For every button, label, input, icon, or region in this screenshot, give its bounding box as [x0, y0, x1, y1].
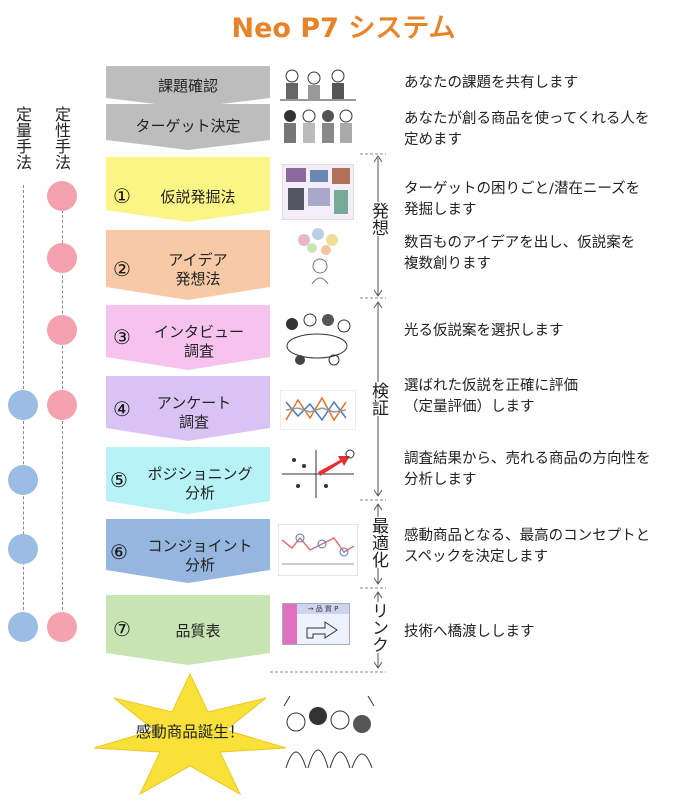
phase-label-saitekika: 最適化: [367, 517, 388, 568]
step-desc-enquete-line1: 選ばれた仮説を正確に評価: [404, 378, 578, 394]
qualitative-dot-enquete: [47, 390, 77, 420]
step-desc-idea-line2: 複数創ります: [404, 256, 491, 272]
step-number-conjoint: ⑥: [110, 540, 128, 564]
step-label-enquete: アンケート 調査: [132, 393, 256, 433]
chevron-kasetsu: [106, 157, 270, 222]
brainstorm-illustration: [298, 228, 338, 285]
chevron-enquete: [106, 376, 270, 441]
interview-illustration: [286, 313, 351, 366]
step-desc-conjoint-line2: スペックを決定します: [404, 549, 548, 565]
step-label-positioning: ポジショニング 分析: [132, 464, 268, 504]
quality-table-illustration: → 品 質 P: [282, 603, 350, 645]
step-number-enquete: ④: [113, 397, 131, 421]
quantitative-dot-positioning: [8, 465, 38, 495]
step-desc-hinshitsu: 技術へ橋渡しします: [404, 622, 535, 643]
qualitative-dot-interview: [47, 315, 77, 345]
page-title: Neo P7 システム: [231, 13, 456, 44]
quantitative-method-label: 定量手法: [13, 106, 32, 170]
step-label-enquete-text: アンケート 調査: [156, 394, 232, 431]
qualitative-dot-kasetsu: [47, 181, 77, 211]
step-desc-positioning-line1: 調査結果から、売れる商品の方向性を: [404, 451, 651, 467]
step-desc-interview-line1: 光る仮説案を選択します: [404, 323, 564, 339]
phase-label-link: リンク: [367, 602, 388, 653]
step-number-interview: ③: [113, 325, 131, 349]
step-desc-positioning: 調査結果から、売れる商品の方向性を 分析します: [404, 449, 651, 491]
people-group-illustration: [284, 109, 353, 143]
step-desc-kadai: あなたの課題を共有します: [404, 73, 578, 94]
step-desc-kasetsu: ターゲットの困りごと/潜在ニーズを 発掘します: [404, 179, 640, 221]
step-label-kasetsu: 仮説発掘法: [160, 187, 236, 206]
step-label-interview: インタビュー 調査: [132, 322, 266, 362]
step-label-idea: アイデア 発想法: [136, 250, 260, 290]
quantitative-dot-conjoint: [8, 534, 38, 564]
step-desc-kasetsu-line1: ターゲットの困りごと/潜在ニーズを: [404, 181, 641, 197]
step-label-target: ターゲット決定: [135, 116, 241, 135]
step-desc-enquete: 選ばれた仮説を正確に評価 （定量評価）します: [404, 376, 578, 418]
step-label-hinshitsu: 品質表: [175, 621, 221, 640]
chevron-kadai: [106, 66, 270, 108]
quality-table-arrow: [306, 621, 338, 639]
phase-label-kensho: 検証: [367, 382, 388, 416]
step-desc-target-line2: 定めます: [404, 132, 462, 148]
qualitative-method-label: 定性手法: [52, 106, 71, 170]
step-desc-kadai-line1: あなたの課題を共有します: [404, 75, 578, 91]
quantitative-dot-hinshitsu: [8, 612, 38, 642]
chevron-idea: [106, 230, 270, 300]
step-label-interview-text: インタビュー 調査: [153, 323, 244, 360]
step-label-idea-text: アイデア 発想法: [168, 251, 228, 288]
happy-crowd-illustration: [283, 695, 375, 769]
conjoint-chart-illustration: [278, 524, 358, 576]
step-desc-enquete-line2: （定量評価）します: [404, 399, 535, 415]
quantitative-dot-enquete: [8, 390, 38, 420]
chevron-interview: [106, 305, 270, 370]
step-desc-target: あなたが創る商品を使ってくれる人を 定めます: [404, 109, 649, 151]
meeting-illustration: [280, 69, 356, 101]
quality-table-side: [283, 604, 297, 644]
line-chart-illustration: [280, 390, 356, 430]
photo-collage-illustration: [282, 164, 354, 220]
qualitative-dot-hinshitsu: [47, 612, 77, 642]
chevron-hinshitsu: [106, 595, 270, 665]
step-desc-target-line1: あなたが創る商品を使ってくれる人を: [404, 111, 650, 127]
step-label-kadai: 課題確認: [157, 76, 218, 95]
step-label-conjoint-text: コンジョイント 分析: [147, 537, 253, 574]
chevron-target: [106, 104, 270, 150]
step-desc-idea-line1: 数百ものアイデアを出し、仮説案を: [404, 235, 636, 251]
chevron-conjoint: [106, 519, 270, 583]
step-desc-idea: 数百ものアイデアを出し、仮説案を 複数創ります: [404, 233, 635, 275]
step-desc-hinshitsu-line1: 技術へ橋渡しします: [404, 624, 535, 640]
step-desc-conjoint: 感動商品となる、最高のコンセプトと スペックを決定します: [404, 526, 650, 568]
step-desc-interview: 光る仮説案を選択します: [404, 321, 564, 342]
step-number-idea: ②: [113, 257, 131, 281]
step-desc-kasetsu-line2: 発掘します: [404, 202, 477, 218]
positioning-map-illustration: [282, 449, 355, 498]
step-number-kasetsu: ①: [113, 184, 131, 208]
step-number-positioning: ⑤: [110, 468, 128, 492]
star-burst: [93, 672, 287, 796]
step-label-conjoint: コンジョイント 分析: [132, 536, 268, 576]
chevron-positioning: [106, 447, 270, 514]
qualitative-dot-idea: [47, 243, 77, 273]
step-desc-positioning-line2: 分析します: [404, 472, 477, 488]
step-number-hinshitsu: ⑦: [113, 617, 131, 641]
final-label: 感動商品誕生！: [135, 723, 245, 741]
phase-label-hasso: 発想: [367, 202, 388, 236]
step-label-positioning-text: ポジショニング 分析: [147, 465, 253, 502]
quality-table-header: → 品 質 P: [297, 604, 349, 614]
step-desc-conjoint-line1: 感動商品となる、最高のコンセプトと: [404, 528, 651, 544]
